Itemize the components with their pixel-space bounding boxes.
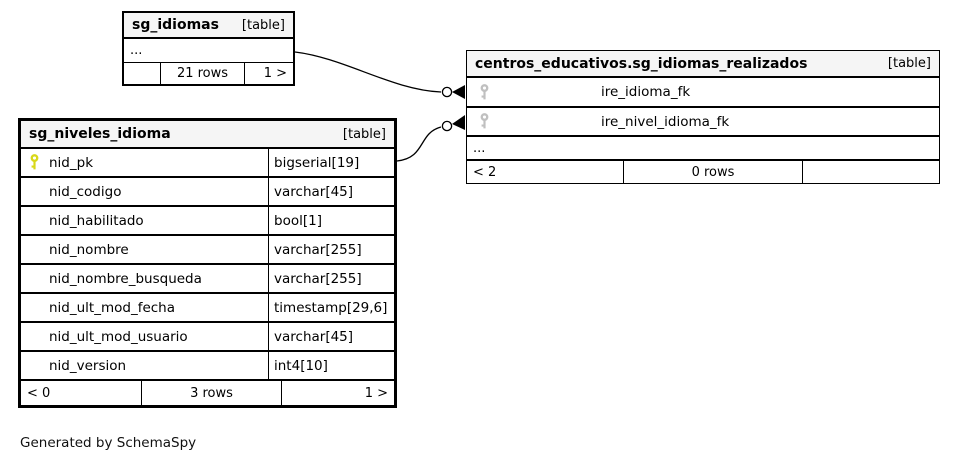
column-row-nid-habilitado: nid_habilitado bool[1] [21, 207, 394, 236]
table-type-label: [table] [887, 56, 931, 71]
column-name: nid_ult_mod_usuario [49, 328, 188, 345]
footer-children: 1 > [281, 381, 394, 405]
column-type: timestamp[29,6] [268, 294, 394, 321]
column-type: varchar[45] [268, 178, 394, 205]
table-sg-idiomas-realizados[interactable]: centros_educativos.sg_idiomas_realizados… [466, 50, 940, 184]
table-sg-idiomas[interactable]: sg_idiomas [table] ... 21 rows 1 > [122, 11, 295, 86]
ellipsis-row: ... [467, 137, 939, 161]
table-type-label: [table] [342, 126, 386, 142]
footer-row-count: 21 rows [160, 63, 244, 84]
table-type-label: [table] [241, 17, 285, 33]
table-footer: < 0 3 rows 1 > [21, 381, 394, 405]
key-icon-spacer [29, 270, 40, 287]
column-row-nid-ult-mod-fecha: nid_ult_mod_fecha timestamp[29,6] [21, 294, 394, 323]
footer-parents [124, 63, 160, 84]
column-type: varchar[45] [268, 323, 394, 350]
column-row-nid-nombre-busqueda: nid_nombre_busqueda varchar[255] [21, 265, 394, 294]
column-row-nid-pk: nid_pk bigserial[19] [21, 149, 394, 178]
relationship-sg-idiomas-to-ire-idioma-fk [294, 51, 465, 99]
table-header: sg_niveles_idioma [table] [21, 121, 394, 149]
table-name[interactable]: sg_idiomas [132, 17, 219, 33]
key-icon-spacer [29, 357, 40, 374]
column-row-nid-ult-mod-usuario: nid_ult_mod_usuario varchar[45] [21, 323, 394, 352]
table-name[interactable]: centros_educativos.sg_idiomas_realizados [475, 55, 808, 72]
column-name: nid_pk [49, 154, 94, 171]
column-name: nid_nombre_busqueda [49, 270, 202, 287]
column-row-nid-nombre: nid_nombre varchar[255] [21, 236, 394, 265]
column-name: ire_nivel_idioma_fk [601, 113, 730, 130]
column-type: bool[1] [268, 207, 394, 234]
key-icon-spacer [29, 183, 40, 200]
column-row-ire-idioma-fk: ire_idioma_fk [467, 78, 939, 108]
table-header: centros_educativos.sg_idiomas_realizados… [467, 51, 939, 78]
column-name: nid_habilitado [49, 212, 144, 229]
table-sg-niveles-idioma[interactable]: sg_niveles_idioma [table] nid_pk bigseri… [18, 118, 397, 408]
foreign-key-icon [480, 83, 489, 99]
footer-row-count: 3 rows [141, 381, 281, 405]
table-header: sg_idiomas [table] [124, 13, 293, 39]
column-type: int4[10] [268, 352, 394, 379]
foreign-key-icon [480, 113, 489, 129]
column-name: nid_version [49, 357, 127, 374]
footer-children [802, 161, 939, 183]
column-row-ire-nivel-idioma-fk: ire_nivel_idioma_fk [467, 108, 939, 137]
table-name[interactable]: sg_niveles_idioma [29, 126, 171, 142]
ellipsis-row: ... [124, 39, 293, 63]
primary-key-icon [30, 154, 39, 170]
key-icon-spacer [29, 212, 40, 229]
column-row-nid-version: nid_version int4[10] [21, 352, 394, 381]
column-type: bigserial[19] [268, 149, 394, 176]
column-name: nid_nombre [49, 241, 129, 258]
table-footer: 21 rows 1 > [124, 63, 293, 84]
column-name: nid_codigo [49, 183, 122, 200]
footer-children: 1 > [244, 63, 293, 84]
column-type: varchar[255] [268, 265, 394, 292]
footer-row-count: 0 rows [623, 161, 802, 183]
table-footer: < 2 0 rows [467, 161, 939, 183]
column-name: ire_idioma_fk [601, 84, 691, 100]
key-icon-spacer [29, 299, 40, 316]
key-icon-spacer [29, 241, 40, 258]
column-row-nid-codigo: nid_codigo varchar[45] [21, 178, 394, 207]
generated-by-label: Generated by SchemaSpy [20, 435, 197, 451]
footer-parents: < 0 [27, 385, 51, 401]
key-icon-spacer [29, 328, 40, 345]
relationship-nid-pk-to-ire-nivel-idioma-fk [396, 115, 465, 162]
column-type: varchar[255] [268, 236, 394, 263]
footer-parents: < 2 [473, 164, 497, 180]
column-name: nid_ult_mod_fecha [49, 299, 176, 316]
